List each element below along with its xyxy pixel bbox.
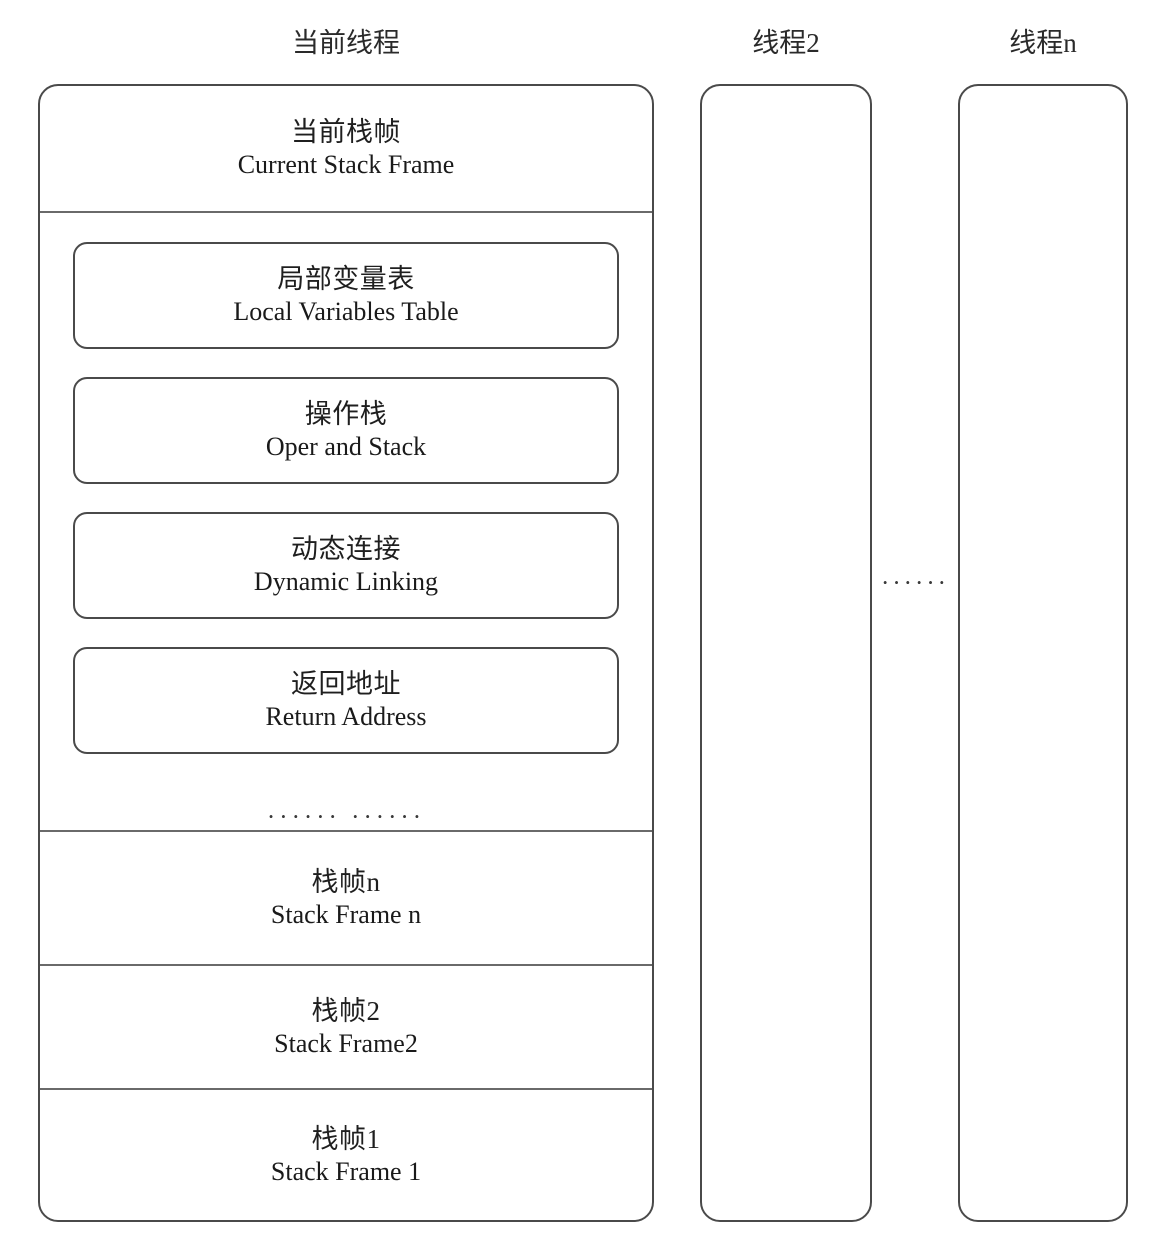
frame-component-local-variables-table: 局部变量表 Local Variables Table <box>73 242 619 349</box>
stack-frame-current-label-cn: 当前栈帧 <box>291 117 401 148</box>
column-title-thread-2: 线程2 <box>752 28 820 58</box>
return-address-label-en: Return Address <box>265 702 427 732</box>
frame-component-operand-stack: 操作栈 Oper and Stack <box>73 377 619 484</box>
dynamic-linking-label-en: Dynamic Linking <box>253 567 439 597</box>
return-address-label-cn: 返回地址 <box>291 669 401 700</box>
stack-frame-current: 当前栈帧 Current Stack Frame <box>40 86 652 211</box>
thread-n-stack-container <box>958 84 1128 1222</box>
stack-frame-detail-region: 局部变量表 Local Variables Table 操作栈 Oper and… <box>40 211 652 832</box>
stack-frame-list: 当前栈帧 Current Stack Frame 局部变量表 Local Var… <box>40 86 652 1220</box>
frame-component-list: 局部变量表 Local Variables Table 操作栈 Oper and… <box>40 242 652 832</box>
stack-frame-2-label-en: Stack Frame2 <box>274 1028 418 1058</box>
frame-component-more-ellipsis: ······ ······ <box>266 804 426 831</box>
stack-frame-n: 栈帧n Stack Frame n <box>40 830 652 964</box>
frame-component-return-address: 返回地址 Return Address <box>73 647 619 754</box>
operand-stack-label-cn: 操作栈 <box>304 399 388 430</box>
stack-frame-n-label-cn: 栈帧n <box>311 866 381 897</box>
thread-2-stack-container <box>700 84 872 1222</box>
stack-frame-1-label-cn: 栈帧1 <box>311 1123 381 1154</box>
column-title-current-thread: 当前线程 <box>292 28 400 58</box>
column-title-thread-n: 线程n <box>1009 28 1077 58</box>
stack-frame-1: 栈帧1 Stack Frame 1 <box>40 1088 652 1220</box>
local-variables-table-label-cn: 局部变量表 <box>277 264 415 295</box>
stack-frame-n-label-en: Stack Frame n <box>270 899 422 929</box>
stack-frame-1-label-en: Stack Frame 1 <box>270 1156 422 1186</box>
threads-ellipsis: ······ <box>881 570 949 597</box>
operand-stack-label-en: Oper and Stack <box>265 432 427 462</box>
stack-frame-current-label-en: Current Stack Frame <box>237 150 455 180</box>
stack-frame-2: 栈帧2 Stack Frame2 <box>40 964 652 1088</box>
frame-component-dynamic-linking: 动态连接 Dynamic Linking <box>73 512 619 619</box>
local-variables-table-label-en: Local Variables Table <box>233 297 459 327</box>
current-thread-stack-container: 当前栈帧 Current Stack Frame 局部变量表 Local Var… <box>38 84 654 1222</box>
dynamic-linking-label-cn: 动态连接 <box>291 534 401 565</box>
stack-frame-2-label-cn: 栈帧2 <box>311 995 381 1026</box>
